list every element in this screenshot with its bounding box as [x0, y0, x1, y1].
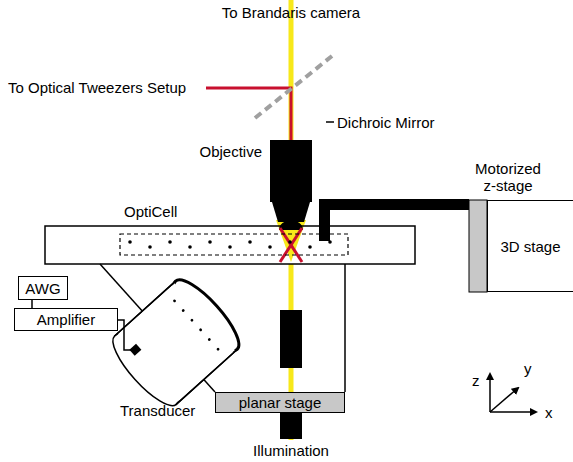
part-label: Dichroic Mirror — [337, 114, 435, 131]
amplifier-box: Amplifier — [14, 308, 118, 331]
awg-box: AWG — [18, 276, 68, 300]
part-label: Illumination — [253, 442, 329, 459]
node-label: planar stage — [239, 394, 322, 411]
planar-stage-box: planar stage — [215, 392, 345, 413]
output-label: To Brandaris camera — [222, 4, 360, 21]
part-label: Objective — [199, 143, 262, 160]
axis-label: y — [524, 360, 532, 377]
output-label: To Optical Tweezers Setup — [8, 79, 186, 96]
part-label: Transducer — [120, 402, 195, 419]
axis-label: z — [472, 372, 480, 389]
node-label: Amplifier — [37, 311, 95, 328]
part-label: Motorized z-stage — [468, 160, 548, 194]
part-label: OptiCell — [124, 203, 177, 220]
node-label: AWG — [25, 280, 60, 297]
stage-box: 3D stage — [487, 200, 573, 292]
node-label: 3D stage — [500, 238, 560, 255]
signal-wire — [31, 300, 33, 308]
axis-label: x — [545, 404, 553, 421]
